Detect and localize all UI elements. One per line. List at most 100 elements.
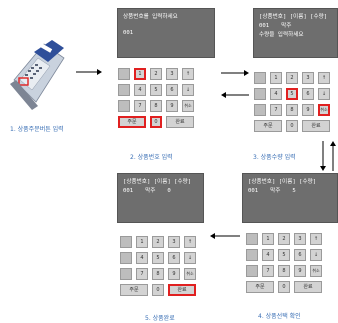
payment-terminal xyxy=(6,36,68,110)
key-0[interactable]: 0 xyxy=(278,281,290,293)
header-text: [상품번호] [이름] [수량] xyxy=(248,179,317,185)
key-5[interactable]: 5 xyxy=(286,88,298,100)
order-key[interactable]: 주문 xyxy=(120,284,148,296)
key-7[interactable]: 7 xyxy=(270,104,282,116)
up-arrow-icon[interactable]: ↑ xyxy=(182,68,194,80)
blank-key[interactable] xyxy=(254,72,266,84)
key-0[interactable]: 0 xyxy=(150,116,162,128)
key-9[interactable]: 9 xyxy=(168,268,180,280)
header-text: [상품번호] [이름] [수량] xyxy=(259,14,328,20)
step-5-keypad: 1 2 3 ↑ 4 5 6 ↓ 7 8 9 취소 주문 0 완료 xyxy=(120,236,220,300)
key-4[interactable]: 4 xyxy=(262,249,274,261)
key-0[interactable]: 0 xyxy=(286,120,298,132)
blank-key[interactable] xyxy=(246,233,258,245)
cancel-key[interactable]: 취소 xyxy=(182,100,194,112)
order-key[interactable]: 주문 xyxy=(254,120,282,132)
key-1[interactable]: 1 xyxy=(134,68,146,80)
key-9[interactable]: 9 xyxy=(166,100,178,112)
step-3-screen: [상품번호] [이름] [수량] 001 막주 수량을 입력하세요 xyxy=(253,8,338,58)
key-6[interactable]: 6 xyxy=(168,252,180,264)
blank-key[interactable] xyxy=(118,84,130,96)
key-2[interactable]: 2 xyxy=(150,68,162,80)
step-2-keypad: 1 2 3 ↑ 4 5 6 ↓ 7 8 9 취소 주문 0 완료 xyxy=(118,68,218,132)
key-6[interactable]: 6 xyxy=(166,84,178,96)
product-code: 001 xyxy=(123,188,134,194)
key-6[interactable]: 6 xyxy=(294,249,306,261)
key-5[interactable]: 5 xyxy=(278,249,290,261)
cancel-key[interactable]: 취소 xyxy=(310,265,322,277)
blank-key[interactable] xyxy=(120,236,132,248)
done-key[interactable]: 완료 xyxy=(168,284,196,296)
step-3-caption: 3. 상품수량 입력 xyxy=(253,154,296,161)
down-arrow-icon[interactable]: ↓ xyxy=(310,249,322,261)
key-9[interactable]: 9 xyxy=(294,265,306,277)
key-5[interactable]: 5 xyxy=(152,252,164,264)
key-7[interactable]: 7 xyxy=(262,265,274,277)
done-key[interactable]: 완료 xyxy=(166,116,194,128)
blank-key[interactable] xyxy=(254,104,266,116)
key-6[interactable]: 6 xyxy=(302,88,314,100)
key-8[interactable]: 8 xyxy=(278,265,290,277)
cancel-key[interactable]: 취소 xyxy=(184,268,196,280)
key-2[interactable]: 2 xyxy=(286,72,298,84)
flow-arrow-left-icon xyxy=(221,92,249,98)
key-7[interactable]: 7 xyxy=(136,268,148,280)
key-9[interactable]: 9 xyxy=(302,104,314,116)
down-arrow-icon[interactable]: ↓ xyxy=(182,84,194,96)
key-5[interactable]: 5 xyxy=(150,84,162,96)
key-2[interactable]: 2 xyxy=(152,236,164,248)
flow-arrow-up-icon xyxy=(330,141,336,171)
key-8[interactable]: 8 xyxy=(152,268,164,280)
cancel-key[interactable]: 취소 xyxy=(318,104,330,116)
blank-key[interactable] xyxy=(246,249,258,261)
step-4-caption: 4. 상품선택 확인 xyxy=(258,313,301,320)
key-8[interactable]: 8 xyxy=(150,100,162,112)
key-3[interactable]: 3 xyxy=(166,68,178,80)
step-2-screen: 상품번호를 입력하세요 001 xyxy=(117,8,215,58)
key-8[interactable]: 8 xyxy=(286,104,298,116)
key-4[interactable]: 4 xyxy=(136,252,148,264)
key-1[interactable]: 1 xyxy=(136,236,148,248)
key-0[interactable]: 0 xyxy=(152,284,164,296)
key-3[interactable]: 3 xyxy=(168,236,180,248)
key-4[interactable]: 4 xyxy=(270,88,282,100)
done-key[interactable]: 완료 xyxy=(302,120,330,132)
up-arrow-icon[interactable]: ↑ xyxy=(184,236,196,248)
blank-key[interactable] xyxy=(246,265,258,277)
order-key[interactable]: 주문 xyxy=(118,116,146,128)
order-key[interactable]: 주문 xyxy=(246,281,274,293)
prompt-text: 수량을 입력하세요 xyxy=(259,32,304,38)
key-7[interactable]: 7 xyxy=(134,100,146,112)
blank-key[interactable] xyxy=(254,88,266,100)
product-code: 001 xyxy=(259,23,270,29)
product-name: 막주 xyxy=(145,188,156,194)
key-4[interactable]: 4 xyxy=(134,84,146,96)
step-1-caption: 1. 상품주문버튼 입력 xyxy=(10,126,64,133)
blank-key[interactable] xyxy=(118,68,130,80)
key-2[interactable]: 2 xyxy=(278,233,290,245)
key-1[interactable]: 1 xyxy=(270,72,282,84)
flow-arrow-down-icon xyxy=(320,141,326,171)
key-1[interactable]: 1 xyxy=(262,233,274,245)
down-arrow-icon[interactable]: ↓ xyxy=(184,252,196,264)
quantity-value: 0 xyxy=(167,188,171,194)
done-key[interactable]: 완료 xyxy=(294,281,322,293)
quantity-value: 5 xyxy=(292,188,296,194)
header-text: [상품번호] [이름] [수량] xyxy=(123,179,192,185)
blank-key[interactable] xyxy=(120,252,132,264)
up-arrow-icon[interactable]: ↑ xyxy=(310,233,322,245)
blank-key[interactable] xyxy=(118,100,130,112)
product-name: 막주 xyxy=(270,188,281,194)
flow-arrow-left-icon xyxy=(210,233,240,239)
key-3[interactable]: 3 xyxy=(294,233,306,245)
step-2-caption: 2. 상품번호 입력 xyxy=(130,154,173,161)
up-arrow-icon[interactable]: ↑ xyxy=(318,72,330,84)
prompt-text: 상품번호를 입력하세요 xyxy=(123,14,178,20)
key-3[interactable]: 3 xyxy=(302,72,314,84)
flow-arrow-right-icon xyxy=(221,70,249,76)
product-name: 막주 xyxy=(281,23,292,29)
input-value: 001 xyxy=(123,30,134,36)
blank-key[interactable] xyxy=(120,268,132,280)
down-arrow-icon[interactable]: ↓ xyxy=(318,88,330,100)
